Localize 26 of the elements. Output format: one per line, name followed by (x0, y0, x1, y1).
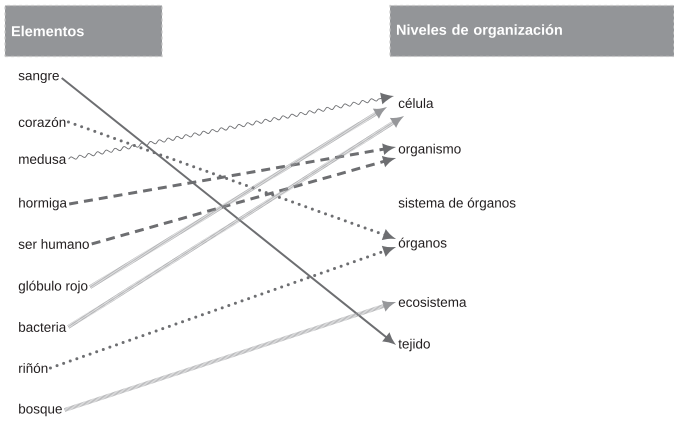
item-label: sangre (18, 72, 59, 84)
item-label: glóbulo rojo (18, 280, 88, 294)
header-banner: Niveles de organización (389, 4, 674, 58)
arrow (67, 117, 402, 329)
arrow (91, 156, 394, 246)
item-label: órganos (398, 238, 446, 250)
item-label: bosque (19, 404, 62, 416)
arrow (68, 144, 393, 206)
item-label: ecosistema (398, 297, 466, 307)
item-label: medusa (19, 154, 66, 164)
item-label: riñón (19, 362, 48, 374)
item-label: hormiga (19, 198, 67, 210)
item-label: tejido (398, 338, 430, 352)
item-label: bacteria (19, 322, 66, 332)
item-label: sistema de órganos (398, 198, 516, 210)
item-label: corazón (18, 116, 66, 128)
arrow (64, 301, 394, 412)
item-label: organismo (398, 144, 461, 156)
arrow (89, 108, 385, 289)
arrow (61, 77, 394, 344)
arrow (66, 120, 394, 240)
item-label: célula (398, 98, 434, 108)
arrow (48, 246, 394, 370)
arrow (68, 92, 393, 160)
header-banner: Elementos (4, 4, 163, 58)
item-label: ser humano (18, 239, 89, 249)
